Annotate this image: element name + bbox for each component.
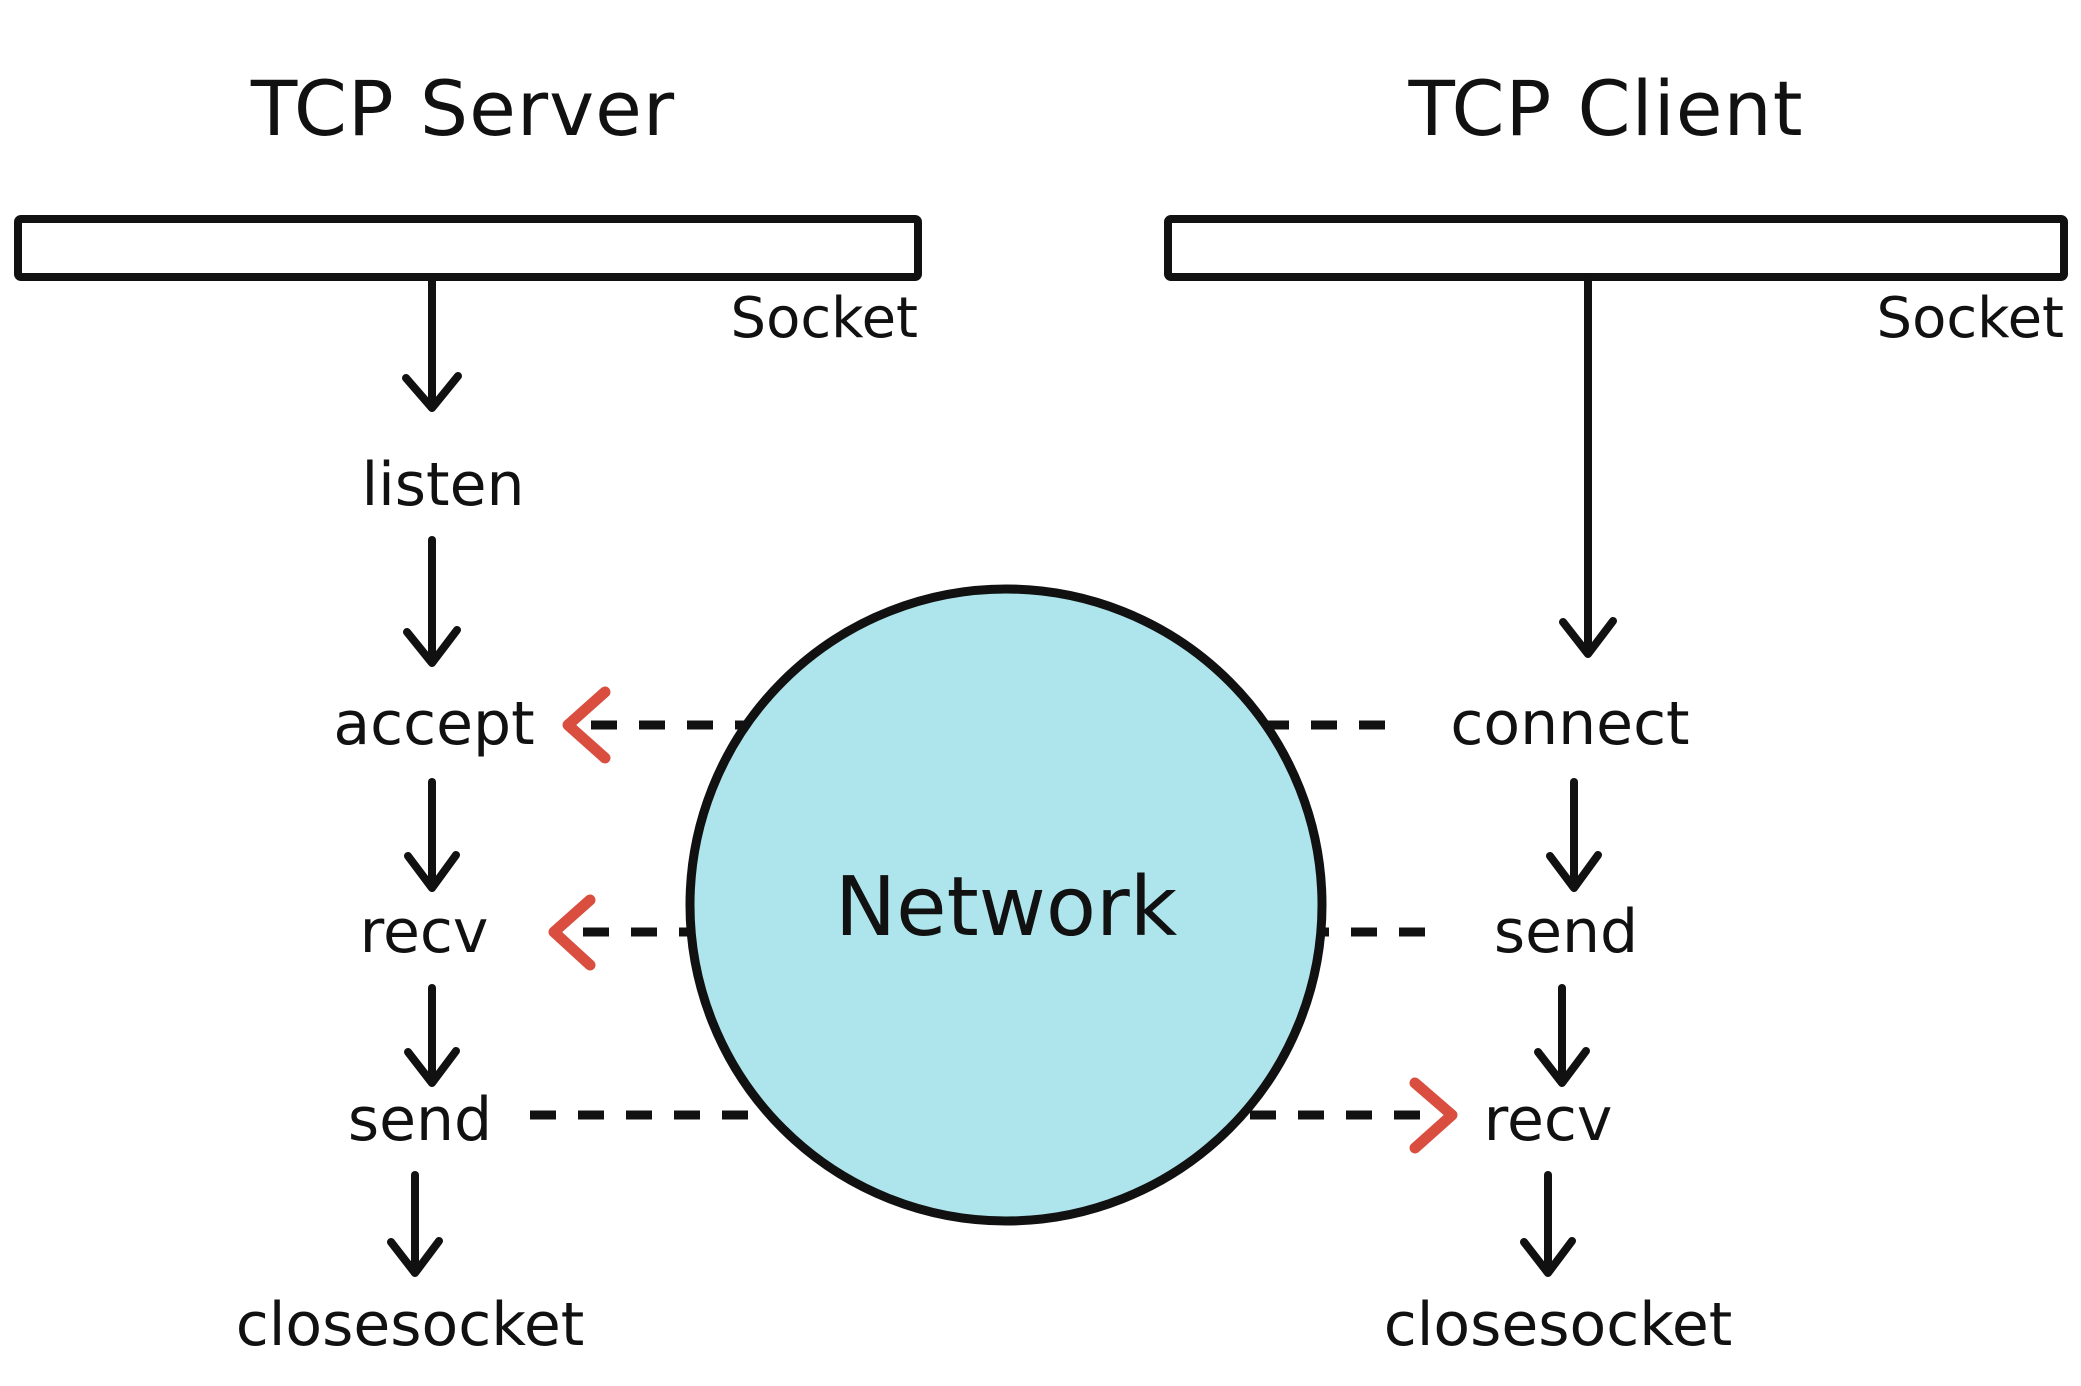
server-step-recv: recv	[360, 897, 489, 967]
server-socket-label: Socket	[731, 286, 918, 351]
server-step-listen: listen	[361, 450, 524, 520]
server-arrowhead-recv-to-send	[404, 1047, 460, 1087]
client-step-connect: connect	[1450, 689, 1689, 759]
client-arrowhead-recv-to-close	[1520, 1237, 1576, 1277]
server-arrowhead-accept-to-recv	[404, 851, 460, 892]
link-client-send-to-server-recv-arrowhead	[548, 894, 596, 971]
server-step-accept: accept	[333, 689, 534, 759]
link-connect-to-accept-arrowhead	[562, 686, 611, 764]
server-arrowhead-bar-to-listen	[402, 372, 462, 412]
server-arrowhead-send-to-close	[387, 1237, 443, 1277]
network-circle	[685, 584, 1327, 1226]
link-server-send-to-client-recv-arrowhead	[1409, 1077, 1458, 1154]
client-step-recv: recv	[1484, 1085, 1613, 1155]
server-title: TCP Server	[250, 64, 675, 153]
client-socket-label: Socket	[1877, 286, 2064, 351]
client-socket-bar	[1164, 215, 2068, 281]
server-arrowhead-listen-to-accept	[403, 626, 461, 667]
client-step-send: send	[1494, 897, 1638, 967]
client-arrowhead-bar-to-connect	[1559, 617, 1617, 658]
network-label: Network	[835, 860, 1178, 955]
server-step-closesocket: closesocket	[236, 1290, 585, 1360]
server-step-send: send	[348, 1085, 492, 1155]
client-title: TCP Client	[1407, 64, 1803, 153]
server-socket-bar	[14, 215, 922, 281]
client-arrowhead-connect-to-send	[1546, 851, 1602, 892]
client-step-closesocket: closesocket	[1384, 1290, 1733, 1360]
client-arrowhead-send-to-recv	[1534, 1047, 1590, 1087]
